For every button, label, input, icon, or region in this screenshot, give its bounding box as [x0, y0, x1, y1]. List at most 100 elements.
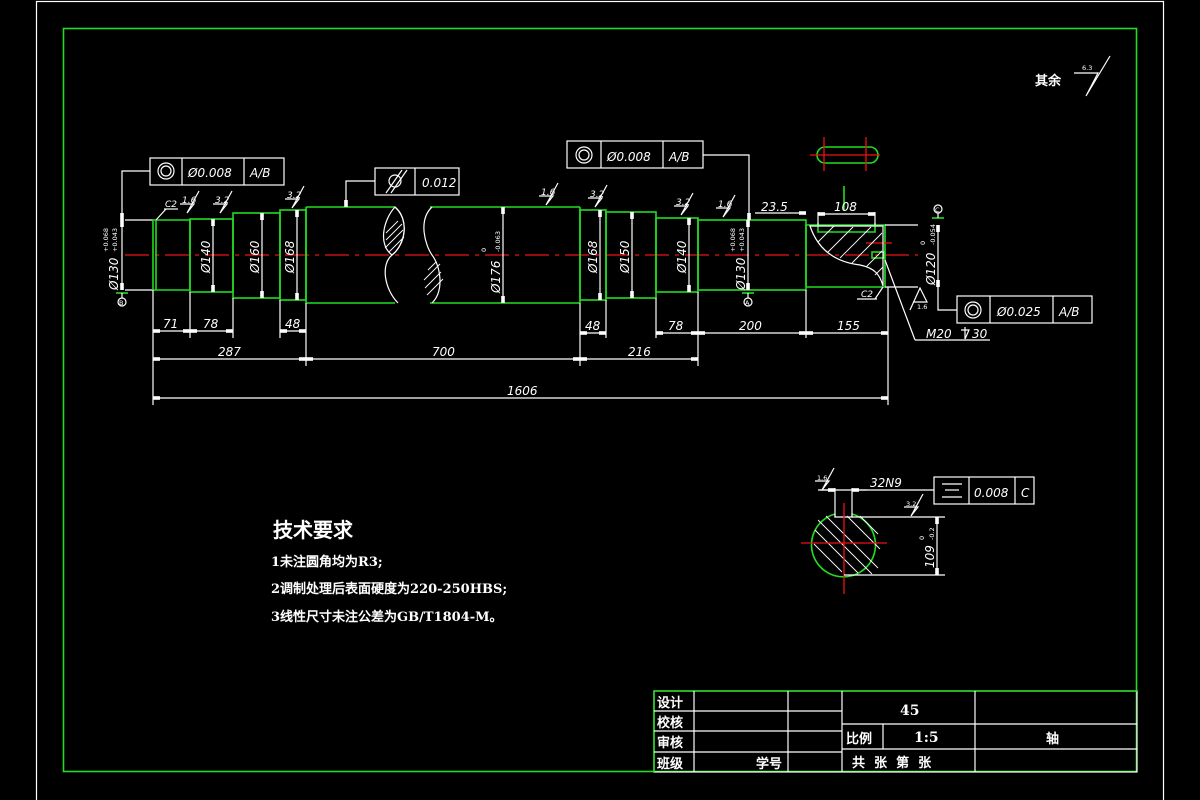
svg-text:1.6: 1.6: [718, 200, 733, 210]
keyway-top-view: [810, 137, 880, 210]
section-depth-label: 109: [923, 545, 937, 568]
diameter-labels: Ø130 +0.068 +0.043 Ø140 Ø160 Ø168 Ø176 0…: [102, 224, 938, 294]
len-71: 71: [163, 317, 178, 331]
chamfer-labels: C2 C2: [155, 200, 884, 300]
end-section: [809, 225, 916, 341]
scale-value: 1:5: [914, 730, 939, 746]
dia-label-130-left: Ø130: [107, 257, 121, 291]
part-name: 轴: [1046, 731, 1059, 747]
scale-label: 比例: [846, 731, 872, 747]
datum-a-label: A: [745, 299, 750, 307]
len-78-left: 78: [203, 317, 219, 331]
roughness-8: 1.6: [909, 286, 928, 311]
thread-depth: 30: [972, 327, 988, 341]
datum-b-label: B: [119, 299, 123, 307]
tolerance-frame-coaxiality-right: Ø0.025 A/B: [937, 287, 1093, 324]
tech-requirement-2: 2调制处理后表面硬度为220-250HBS;: [271, 581, 507, 597]
dia-label-168-right: Ø168: [586, 240, 600, 274]
svg-text:0.012: 0.012: [422, 176, 456, 190]
len-700: 700: [432, 345, 455, 359]
svg-text:+0.043: +0.043: [738, 228, 746, 252]
dia-label-168-left: Ø168: [283, 240, 297, 274]
svg-text:Ø0.008: Ø0.008: [606, 150, 651, 164]
keyway-width-label: 32N9: [870, 476, 902, 490]
svg-text:1.6: 1.6: [541, 188, 556, 198]
roughness-9: 1.6: [815, 467, 835, 491]
general-roughness-value: 6.3: [1082, 64, 1092, 72]
svg-text:+0.043: +0.043: [111, 228, 119, 252]
tech-requirement-1: 1未注圆角均为R3;: [271, 554, 383, 570]
svg-text:+0.068: +0.068: [102, 228, 110, 252]
general-roughness: 其余 6.3: [1035, 55, 1111, 97]
sheet-info: 共 张 第 张: [852, 755, 932, 771]
roughness-6: 3.2: [674, 192, 694, 216]
dia-label-176: Ø176: [489, 260, 503, 294]
svg-text:A/B: A/B: [249, 166, 270, 180]
svg-text:C2: C2: [165, 200, 177, 210]
datum-c-label: C: [935, 206, 940, 214]
outer-border: [35, 0, 1165, 800]
svg-text:0: 0: [480, 248, 488, 252]
roughness-4: 1.6: [539, 182, 559, 206]
svg-text:+0.068: +0.068: [729, 228, 737, 252]
len-108: 108: [834, 200, 857, 214]
len-200: 200: [739, 319, 762, 333]
svg-text:0.008: 0.008: [974, 486, 1009, 500]
dia-label-160-left: Ø160: [248, 240, 262, 274]
tolerance-frame-cylindricity: 0.012: [344, 167, 460, 207]
len-48-left: 48: [285, 317, 301, 331]
cross-section-view: 32N9 109 0 -0.2: [801, 476, 945, 594]
roughness-5: 3.2: [588, 184, 608, 208]
roughness-1: 1.6: [180, 190, 200, 214]
dia-label-120: Ø120: [924, 252, 938, 286]
svg-text:1.6: 1.6: [817, 474, 827, 482]
thread-callout: M20 30: [915, 327, 990, 341]
len-287: 287: [218, 345, 241, 359]
general-roughness-label: 其余: [1035, 73, 1062, 89]
svg-text:C2: C2: [861, 290, 873, 300]
title-row-class: 班级: [657, 756, 684, 772]
svg-text:-0.054: -0.054: [929, 224, 937, 245]
svg-text:1.6: 1.6: [182, 196, 197, 206]
len-23-5: 23.5: [761, 200, 788, 214]
len-216: 216: [628, 345, 651, 359]
svg-text:A/B: A/B: [668, 150, 689, 164]
dia-label-150-right: Ø150: [618, 240, 632, 274]
roughness-10: 3.2: [904, 493, 924, 517]
title-block: 设计 校核 审核 班级 学号 45 比例 1:5 轴 共 张 第 张: [653, 690, 1138, 773]
svg-text:3.2: 3.2: [215, 196, 230, 206]
tolerance-frame-symmetry: 0.008 C: [933, 476, 1035, 505]
len-78-right: 78: [668, 319, 684, 333]
svg-text:3.2: 3.2: [676, 198, 691, 208]
svg-text:-0.2: -0.2: [928, 527, 936, 540]
roughness-2: 3.2: [213, 190, 233, 214]
len-155: 155: [837, 319, 860, 333]
len-48-right: 48: [585, 319, 601, 333]
roughness-3: 3.2: [285, 185, 305, 209]
student-id-label: 学号: [756, 756, 782, 772]
tech-requirement-3: 3线性尺寸未注公差为GB/T1804-M。: [271, 609, 503, 625]
svg-text:Ø0.025: Ø0.025: [996, 305, 1041, 319]
tech-requirements-title: 技术要求: [273, 518, 354, 542]
roughness-symbols: 1.6 3.2 3.2 1.6 3.2 3.2 1.6 1.6: [180, 182, 928, 517]
svg-text:A/B: A/B: [1058, 305, 1079, 319]
diameter-dims: [120, 207, 940, 304]
svg-text:1.6: 1.6: [917, 303, 927, 311]
inner-frame: [62, 27, 1138, 773]
svg-text:C: C: [1021, 486, 1030, 500]
svg-text:3.2: 3.2: [906, 500, 916, 508]
datum-symbols: B A C: [116, 204, 944, 307]
svg-text:0: 0: [918, 536, 926, 540]
svg-text:0: 0: [919, 241, 927, 245]
dia-label-140-left: Ø140: [199, 240, 213, 274]
svg-text:-0.063: -0.063: [494, 231, 502, 252]
tolerance-frame-coaxiality-mid: Ø0.008 A/B: [566, 140, 751, 220]
dia-label-130-right: Ø130: [734, 257, 748, 291]
title-row-review: 审核: [657, 735, 683, 751]
title-row-design: 设计: [657, 695, 683, 711]
roughness-7: 1.6: [716, 194, 736, 218]
svg-text:3.2: 3.2: [590, 190, 605, 200]
dia-label-140-right: Ø140: [675, 240, 689, 274]
break-lines: [383, 206, 444, 304]
